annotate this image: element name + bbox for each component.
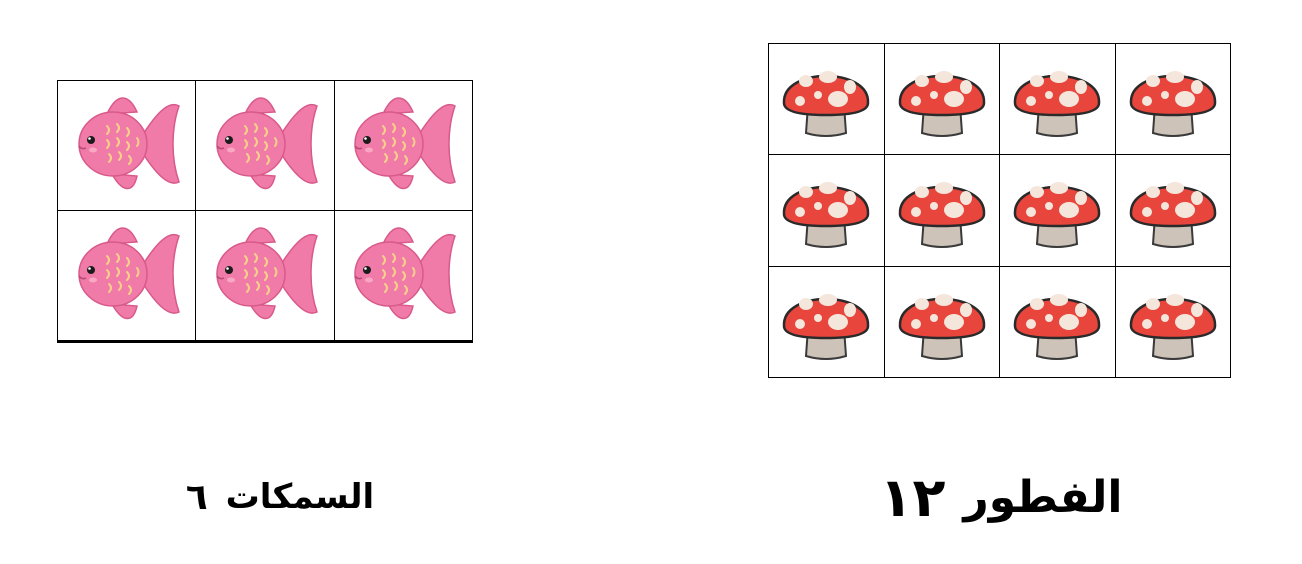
fish-grid [57, 80, 473, 343]
mushroom-icon [1007, 47, 1107, 151]
fish-cell [334, 211, 473, 341]
mushroom-cell [769, 44, 885, 156]
fish-icon [343, 84, 463, 208]
mushroom-icon [1123, 270, 1223, 374]
mushroom-icon [892, 47, 992, 151]
mushroom-cell [884, 44, 1000, 156]
mushroom-caption-number: ١٢ [879, 465, 946, 529]
mushroom-icon [776, 158, 876, 262]
mushroom-icon [776, 47, 876, 151]
fish-caption-number: ٦ [185, 476, 208, 518]
mushroom-icon [1123, 158, 1223, 262]
mushroom-cell [1115, 155, 1231, 267]
mushroom-caption-word: الفطور [963, 471, 1123, 523]
mushroom-icon [1123, 47, 1223, 151]
mushroom-caption: الفطور ١٢ [880, 462, 1123, 532]
fish-icon [343, 214, 463, 338]
fish-cell [58, 81, 197, 211]
fish-icon [67, 84, 187, 208]
mushroom-cell [1000, 266, 1116, 378]
mushroom-icon [892, 270, 992, 374]
mushroom-icon [892, 158, 992, 262]
mushroom-cell [884, 266, 1000, 378]
mushroom-cell [1115, 44, 1231, 156]
mushroom-icon [1007, 158, 1107, 262]
mushroom-cell [1115, 266, 1231, 378]
fish-cell [58, 211, 197, 341]
fish-caption-word: السمكات [225, 477, 375, 517]
mushroom-icon [1007, 270, 1107, 374]
fish-icon [205, 84, 325, 208]
fish-caption: السمكات ٦ [186, 462, 374, 532]
mushroom-grid [768, 43, 1231, 378]
fish-cell [334, 81, 473, 211]
mushroom-cell [769, 266, 885, 378]
fish-icon [67, 214, 187, 338]
mushroom-cell [1000, 44, 1116, 156]
mushroom-icon [776, 270, 876, 374]
fish-cell [196, 81, 335, 211]
mushroom-cell [769, 155, 885, 267]
mushroom-cell [884, 155, 1000, 267]
fish-icon [205, 214, 325, 338]
mushroom-cell [1000, 155, 1116, 267]
fish-cell [196, 211, 335, 341]
